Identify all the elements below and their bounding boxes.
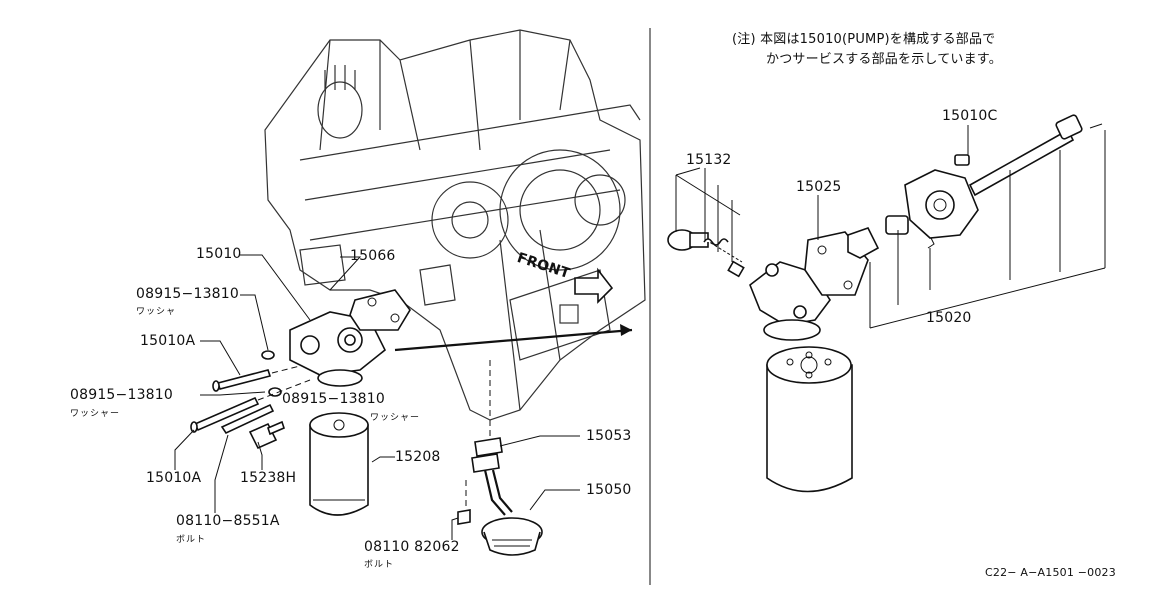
label-washer-left: ワッシャー	[70, 409, 121, 419]
label-15066: 15066	[350, 248, 396, 264]
label-15020: 15020	[926, 310, 972, 326]
pump-cover-15010C	[904, 114, 1103, 239]
oil-filter-right	[766, 346, 853, 493]
label-15208: 15208	[395, 449, 441, 465]
drawing-code: C22− A−A1501 −0023	[985, 566, 1116, 579]
label-15010: 15010	[196, 246, 242, 262]
engine-block	[264, 29, 646, 421]
label-08915-top: 08915−13810	[136, 286, 240, 302]
gears-15020	[847, 215, 935, 259]
label-08110-82062: 08110 82062	[364, 539, 460, 555]
relief-valve-15132	[667, 229, 745, 278]
label-15010A-top: 15010A	[140, 333, 196, 349]
label-15132: 15132	[686, 152, 732, 168]
label-bolt-a: ボルト	[176, 535, 207, 545]
label-15053: 15053	[586, 428, 632, 444]
note-line-1: (注) 本図は15010(PUMP)を構成する部品で	[732, 32, 996, 47]
label-15010C: 15010C	[942, 108, 998, 124]
front-arrow-icon	[574, 267, 614, 304]
label-15010A-bottom: 15010A	[146, 470, 202, 486]
label-bolt-b: ボルト	[364, 560, 395, 570]
label-08915-right: 08915−13810	[282, 391, 386, 407]
note-line-2: かつサービスする部品を示しています。	[766, 52, 1002, 67]
oil-pump-assembly	[289, 289, 411, 387]
pointer-arrow-head	[620, 324, 632, 336]
pointer-arrow	[394, 328, 633, 352]
oil-filter-left	[309, 412, 369, 516]
label-washer-top: ワッシャ	[136, 307, 177, 317]
label-15050: 15050	[586, 482, 632, 498]
label-washer-right: ワッシャー	[370, 413, 421, 423]
bolts-and-washers	[190, 350, 311, 450]
oil-strainer	[457, 360, 543, 556]
label-08110-8551A: 08110−8551A	[176, 513, 280, 529]
label-15025: 15025	[796, 179, 842, 195]
leader-lines	[174, 125, 1106, 540]
label-15238H: 15238H	[240, 470, 297, 486]
label-08915-left: 08915−13810	[70, 387, 174, 403]
